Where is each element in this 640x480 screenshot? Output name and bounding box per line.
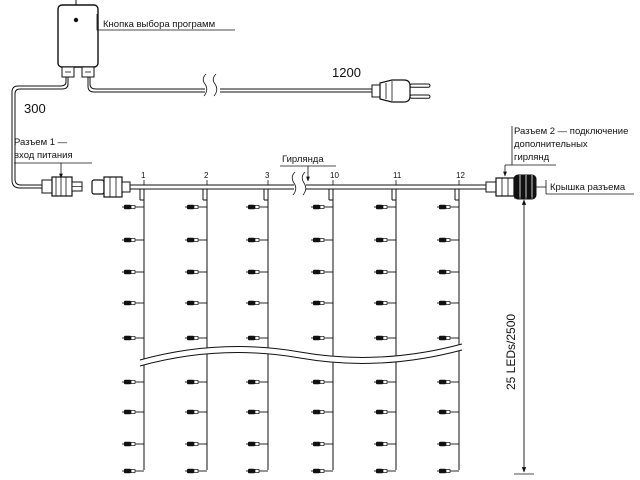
height-label: 25 LEDs/2500 — [504, 314, 518, 390]
led — [122, 379, 144, 385]
led — [374, 379, 396, 385]
strand-1: 1 — [122, 171, 146, 474]
short-cable — [11, 77, 69, 189]
strand-number: 3 — [265, 171, 270, 180]
led — [122, 468, 144, 474]
controller-box — [57, 0, 99, 78]
led — [185, 468, 207, 474]
led — [185, 379, 207, 385]
led — [374, 441, 396, 447]
led — [246, 269, 268, 275]
strand-number: 10 — [330, 171, 339, 180]
connector1-label: Разъем 1 — вход питания — [14, 137, 92, 179]
led — [122, 335, 144, 341]
power-plug — [371, 79, 431, 103]
strand-12: 12 — [437, 171, 465, 474]
led — [246, 237, 268, 243]
led — [311, 468, 333, 474]
led — [437, 300, 459, 306]
led — [246, 204, 268, 210]
led — [311, 335, 333, 341]
led — [374, 269, 396, 275]
led — [122, 300, 144, 306]
led — [374, 468, 396, 474]
led — [437, 237, 459, 243]
height-dimension: 25 LEDs/2500 — [504, 197, 534, 475]
led — [185, 204, 207, 210]
led — [246, 300, 268, 306]
led — [311, 204, 333, 210]
connector1-label-line2: вход питания — [14, 150, 73, 161]
cable-length-short: 300 — [24, 101, 46, 116]
led — [374, 204, 396, 210]
led — [122, 441, 144, 447]
led — [122, 409, 144, 415]
led — [437, 441, 459, 447]
connector-cap-label: Крышка разъема — [536, 180, 634, 195]
led — [185, 335, 207, 341]
led — [311, 269, 333, 275]
garland-label: Гирлянда — [280, 154, 336, 182]
led — [437, 468, 459, 474]
connector2-label-line2: дополнительных — [514, 139, 588, 150]
led — [437, 269, 459, 275]
strand-number: 1 — [141, 171, 146, 180]
strand-number: 11 — [393, 171, 402, 180]
led — [311, 441, 333, 447]
strand-11: 11 — [374, 171, 402, 474]
connector1-label-line1: Разъем 1 — — [14, 137, 68, 148]
led — [185, 237, 207, 243]
led — [246, 335, 268, 341]
connector2-label: Разъем 2 — подключение дополнительных ги… — [503, 126, 628, 177]
led — [437, 379, 459, 385]
strand-number: 2 — [204, 171, 209, 180]
led — [311, 379, 333, 385]
led — [374, 300, 396, 306]
program-button-label: Кнопка выбора программ — [103, 19, 215, 30]
led — [185, 409, 207, 415]
strand-10: 10 — [311, 171, 339, 474]
cable-length-main: 1200 — [332, 65, 361, 80]
led — [122, 269, 144, 275]
led — [246, 379, 268, 385]
led — [122, 204, 144, 210]
connector2 — [485, 174, 537, 200]
strand-3: 3 — [246, 171, 270, 474]
program-button-callout: Кнопка выбора программ — [96, 14, 235, 31]
strand-break — [139, 343, 463, 367]
led — [246, 441, 268, 447]
connector2-label-line3: гирлянд — [514, 152, 550, 163]
led — [311, 300, 333, 306]
led — [122, 237, 144, 243]
garland-input-socket — [91, 176, 131, 198]
led — [374, 335, 396, 341]
connector1 — [41, 176, 83, 197]
led — [437, 335, 459, 341]
led — [185, 441, 207, 447]
program-button-icon — [73, 17, 79, 23]
connector-cap-label-text: Крышка разъема — [550, 182, 626, 193]
led — [185, 300, 207, 306]
led — [437, 409, 459, 415]
garland-label-text: Гирлянда — [282, 154, 324, 165]
led — [374, 409, 396, 415]
led — [311, 237, 333, 243]
led — [246, 468, 268, 474]
strand-2: 2 — [185, 171, 209, 474]
main-cable — [87, 73, 372, 97]
led — [374, 237, 396, 243]
connector2-label-line1: Разъем 2 — подключение — [514, 126, 628, 137]
led — [437, 204, 459, 210]
led — [185, 269, 207, 275]
strand-number: 12 — [456, 171, 465, 180]
led — [246, 409, 268, 415]
led — [311, 409, 333, 415]
